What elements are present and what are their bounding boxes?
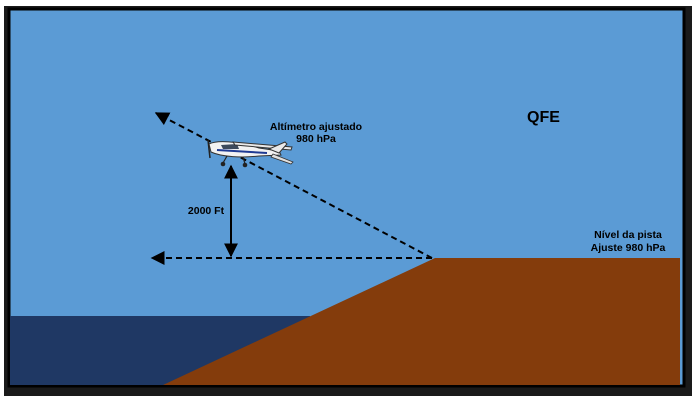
height-label: 2000 Ft: [188, 205, 225, 217]
altimeter-label-line1: Altímetro ajustado: [270, 121, 362, 133]
runway-label-line2: Ajuste 980 hPa: [591, 242, 666, 254]
airplane-icon: [207, 139, 294, 168]
terrain-runway: [163, 258, 680, 385]
diagram-title: QFE: [527, 109, 560, 126]
runway-label-line1: Nível da pista: [594, 229, 662, 241]
approach-path-line: [154, 112, 433, 259]
altimeter-label-line2: 980 hPa: [296, 133, 336, 145]
